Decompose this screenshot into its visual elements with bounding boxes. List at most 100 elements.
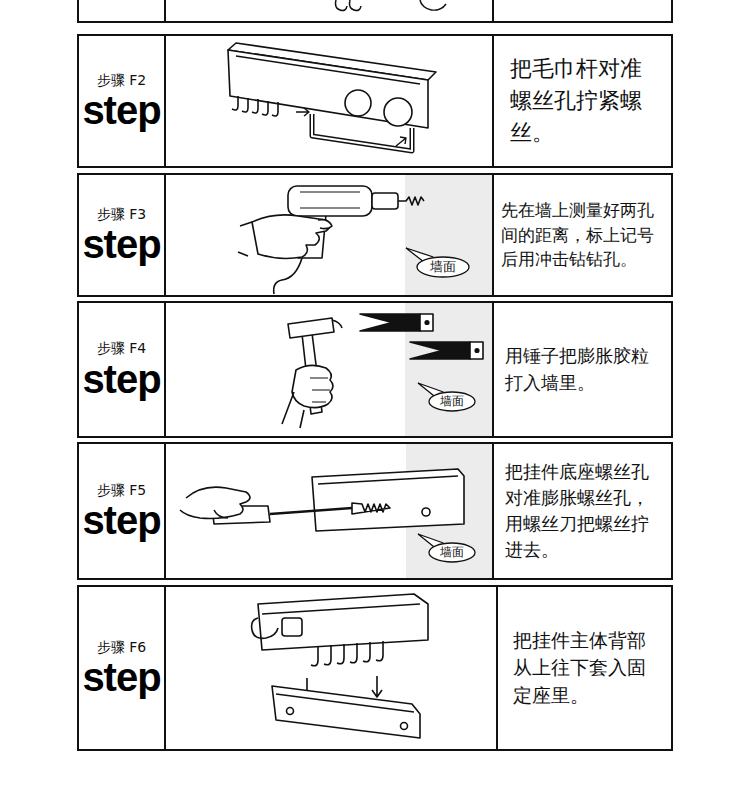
drill-figure-part [318,220,332,229]
towel-rack-figure-part [384,98,412,126]
wall-callout: 墙面 [428,542,476,563]
screwdriver-figure-part [318,476,458,484]
previous-step-frame-part [420,0,446,10]
step-word: step [82,90,160,130]
hammer-figure-part [288,318,334,338]
towel-rack-figure-part [396,137,406,146]
instruction-cell: 先在墙上测量好两孔间的距离，标上记号后用冲击钻钻孔。 [493,174,672,296]
callout-ellipse [429,543,475,562]
instruction-cell: 把挂件主体背部从上往下套入固定座里。 [497,586,672,750]
instruction-cell: 用锤子把膨胀胶粒打入墙里。 [493,302,672,437]
step-frame-part [165,302,493,437]
rack-mount-figure-part [258,594,428,650]
callout-text: 墙面 [440,546,464,559]
rack-mount-figure-part [287,708,294,715]
previous-step-frame [78,0,672,22]
hammer-figure-part [360,314,420,331]
rack-mount-figure-part [252,618,278,638]
screwdriver-figure-part [422,508,430,516]
towel-rack-figure-part [296,108,309,116]
rack-mount-figure-part [282,618,302,636]
step-frame-part [78,302,672,437]
step-word: step [82,224,160,264]
screwdriver-figure [180,469,464,531]
hammer-figure-part [425,321,429,325]
callout-ellipse [417,257,469,277]
rack-mount-figure-part [272,686,420,738]
step-number: 步骤 F2 [97,72,146,89]
step-label-cell: 步骤 F3step [78,174,165,296]
drill-figure-part [372,193,398,209]
instruction-cell: 把挂件底座螺丝孔对准膨胀螺丝孔，用螺丝刀把螺丝拧进去。 [493,443,672,579]
step-word: step [82,359,160,399]
instruction-text: 把毛巾杆对准螺丝孔拧紧螺丝。 [510,53,655,149]
hammer-figure-part [310,378,330,402]
screwdriver-figure-part [312,469,464,531]
drill-figure-part [300,192,360,208]
drill-figure-part [238,222,252,256]
hammer-figure-part [420,314,433,331]
callout-ellipse [429,392,475,411]
drill-figure-part [398,197,424,205]
rack-mount-figure-part [262,604,420,614]
towel-rack-figure-part [236,56,420,84]
instruction-text: 先在墙上测量好两孔间的距离，标上记号后用冲击钻钻孔。 [501,198,664,272]
step-frame-part [165,174,493,296]
towel-rack-figure-part [312,114,412,151]
instruction-text: 把挂件主体背部从上往下套入固定座里。 [513,627,657,710]
step-frame [78,35,672,750]
instruction-text: 用锤子把膨胀胶粒打入墙里。 [505,343,660,395]
previous-step-frame-part [336,0,362,11]
towel-rack-figure [228,43,436,151]
drill-figure-part [274,258,302,294]
step-frame-part [78,35,672,167]
hammer-figure-part [292,365,333,407]
step-number: 步骤 F5 [97,482,146,499]
screwdriver-figure-part [180,487,250,518]
step-label-cell: 步骤 F2step [78,35,165,167]
rack-mount-figure-part [311,641,383,666]
drill-figure-part [252,215,330,259]
rack-mount-figure [252,594,428,738]
towel-rack-figure-part [312,114,412,151]
hammer-figure-part [282,392,304,428]
screwdriver-figure-part [270,508,352,514]
step-frame-part [165,35,493,167]
wall-callout: 墙面 [416,256,470,278]
step-word: step [82,657,160,697]
drill-figure [238,186,424,294]
step-label-cell: 步骤 F6step [78,586,165,750]
callout-text: 墙面 [430,260,456,274]
step-number: 步骤 F6 [97,639,146,656]
hammer-figure-part [410,342,470,359]
callout-text: 墙面 [440,395,464,408]
step-number: 步骤 F4 [97,340,146,357]
step-label-cell: 步骤 F4 step [78,302,165,437]
rack-mount-figure-part [401,723,408,730]
wall-area-part [405,175,492,295]
instruction-cell: 把毛巾杆对准螺丝孔拧紧螺丝。 [493,35,672,167]
step-frame-part [165,586,497,750]
step-label-cell: 步骤 F5step [78,443,165,579]
towel-rack-figure-part [228,50,428,128]
rack-mount-figure-part [372,676,382,697]
step-frame-part [165,443,493,579]
step-frame-part [78,443,672,579]
screwdriver-figure-part [214,510,228,518]
towel-rack-figure-part [232,96,278,116]
hammer-figure [282,314,483,428]
previous-step-frame-part [78,0,672,22]
step-frame-part [78,174,672,296]
wall-callout: 墙面 [428,391,476,412]
hammer-figure-part [332,320,342,328]
hammer-figure-part [470,342,483,359]
hammer-figure-part [475,349,479,353]
step-number: 步骤 F3 [97,206,146,223]
step-word: step [82,500,160,540]
drill-figure-part [288,186,372,216]
rack-mount-figure-part [276,694,414,712]
instruction-text: 把挂件底座螺丝孔对准膨胀螺丝孔，用螺丝刀把螺丝拧进去。 [505,459,660,563]
step-frame-part [78,586,672,750]
towel-rack-figure-part [345,90,371,116]
